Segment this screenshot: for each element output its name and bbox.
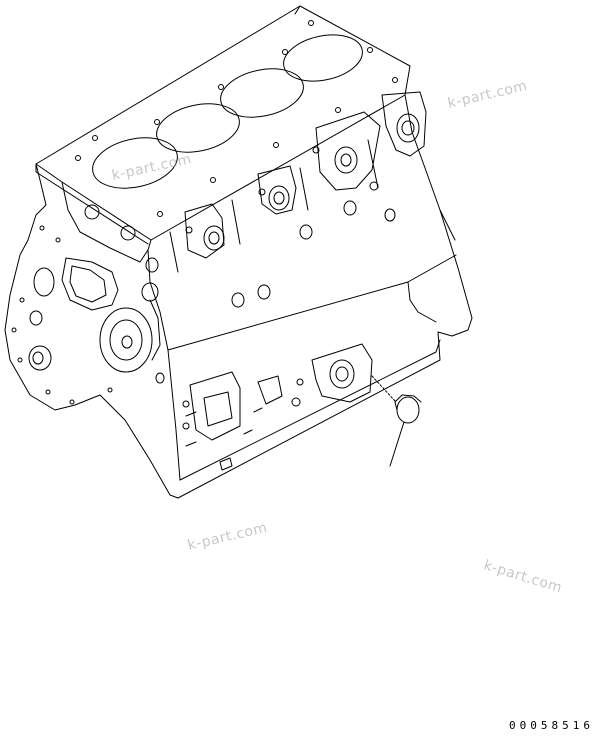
cylinder-bores (92, 34, 363, 189)
block-front-face (4, 163, 179, 499)
cylinder-bore-4 (283, 34, 363, 82)
camshaft-boss (99, 307, 153, 373)
part-leader-line (389, 421, 405, 467)
cylinder-bore-1 (92, 137, 178, 189)
drain-plug-part (371, 375, 422, 467)
block-upper-side (145, 91, 457, 351)
deck-holes (75, 20, 398, 217)
figure-number: 00058516 (509, 719, 594, 732)
cylinder-bore-2 (156, 103, 240, 153)
cylinder-bore-3 (220, 68, 304, 118)
block-lower-side (167, 209, 473, 499)
